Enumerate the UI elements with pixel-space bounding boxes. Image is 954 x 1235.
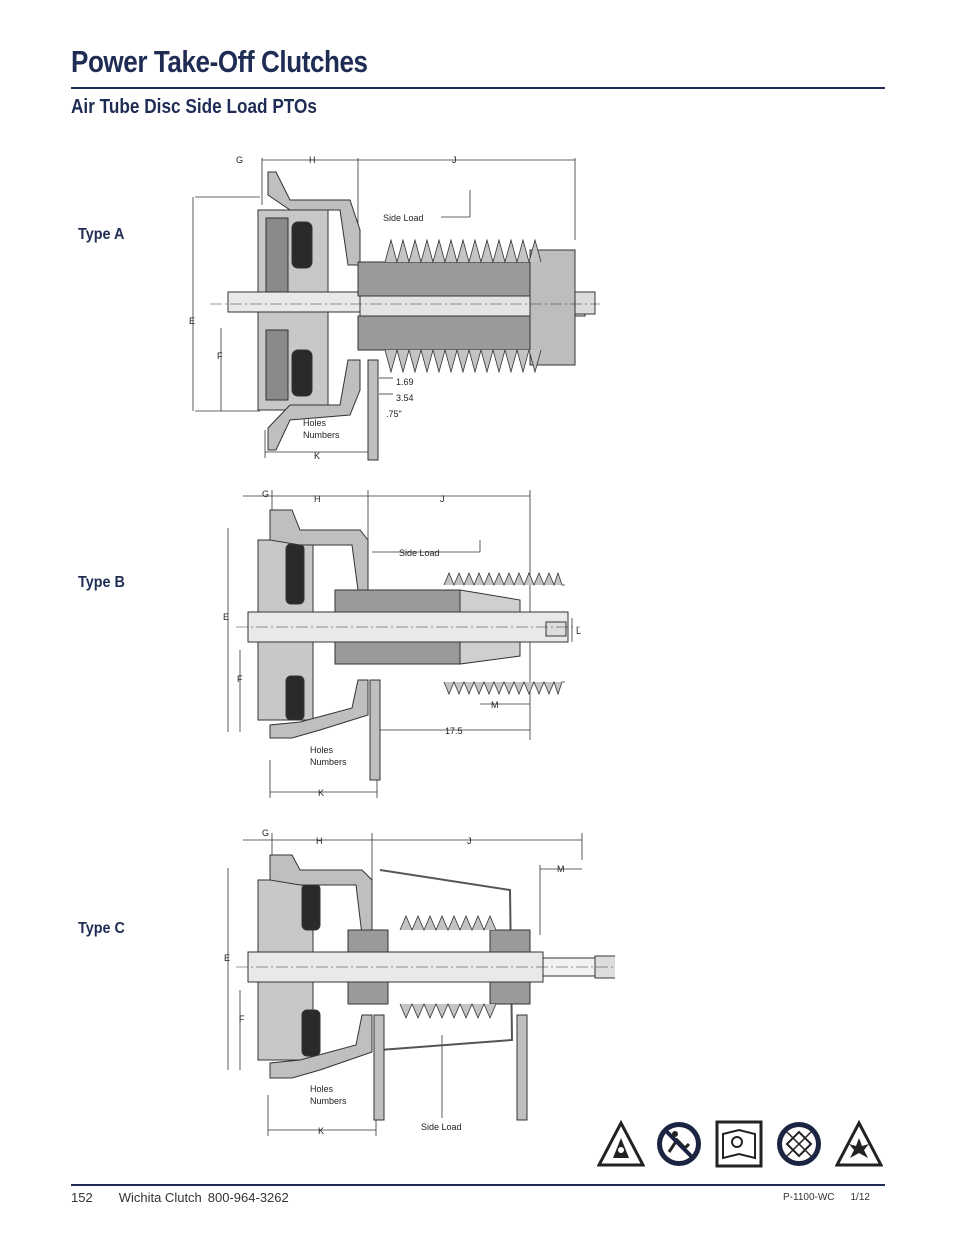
type-b-dim-1: 17.5 (445, 726, 463, 736)
type-a-dim-e: E (189, 316, 195, 326)
footer-company: Wichita Clutch (118, 1190, 202, 1205)
type-b-dim-f: F (237, 674, 243, 684)
type-b-dim-g: G (262, 489, 269, 499)
footer-rule (71, 1184, 885, 1186)
header-rule (71, 87, 885, 89)
doc-code: P-1100-WC (783, 1192, 835, 1203)
type-a-dim-2: 3.54 (396, 393, 414, 403)
type-c-dim-f: F (239, 1014, 245, 1024)
type-a-drawing: G H J Side Load E F 1.69 3.54 .75" Holes… (189, 155, 600, 461)
type-c-drawing: G H J M E F L Holes Numbers K Side Load (224, 828, 615, 1136)
page-title: Power Take-Off Clutches (71, 44, 368, 79)
type-a-dim-f: F (217, 351, 223, 361)
type-c-side-load: Side Load (421, 1122, 462, 1132)
type-a-dim-j: J (452, 155, 457, 165)
page-number: 152 (71, 1190, 93, 1205)
type-a-dim-3: .75" (386, 409, 402, 419)
slip-hazard-icon (657, 1122, 701, 1166)
type-a-dim-1: 1.69 (396, 377, 414, 387)
footer-phone: 800-964-3262 (207, 1190, 289, 1205)
type-b-dim-l: L (576, 626, 581, 636)
type-b-numbers: Numbers (310, 757, 347, 767)
type-c-dim-k: K (318, 1126, 324, 1136)
type-b-dim-j: J (440, 494, 445, 504)
type-c-holes: Holes (310, 1084, 334, 1094)
type-b-dim-m: M (491, 700, 499, 710)
type-a-side-load: Side Load (383, 213, 424, 223)
type-b-side-load: Side Load (399, 548, 440, 558)
type-a-dim-g: G (236, 155, 243, 165)
type-b-dim-h: H (314, 494, 321, 504)
type-b-drawing: G H J Side Load E F L M 17.5 Holes Numbe… (223, 489, 581, 798)
footer-left: 152 Wichita Clutch 800-964-3262 (71, 1190, 315, 1205)
type-c-dim-e: E (224, 953, 230, 963)
type-a-dim-k: K (314, 451, 320, 461)
type-a-label: Type A (78, 226, 125, 243)
type-a-numbers: Numbers (303, 430, 340, 440)
type-b-dim-e: E (223, 612, 229, 622)
type-c-dim-m: M (557, 864, 565, 874)
read-manual-icon (715, 1120, 763, 1168)
crush-hazard-icon (597, 1120, 645, 1167)
footer-right: P-1100-WC 1/12 (783, 1192, 870, 1203)
type-c-dim-g: G (262, 828, 269, 838)
type-b-label: Type B (78, 574, 125, 591)
type-c-dim-h: H (316, 836, 323, 846)
entanglement-hazard-icon (777, 1122, 821, 1166)
type-c-dim-j: J (467, 836, 472, 846)
explosion-hazard-icon (835, 1120, 883, 1167)
type-a-dim-h: H (309, 155, 316, 165)
doc-date: 1/12 (850, 1192, 870, 1203)
type-b-holes: Holes (310, 745, 334, 755)
type-a-holes: Holes (303, 418, 327, 428)
type-c-numbers: Numbers (310, 1096, 347, 1106)
type-b-dim-k: K (318, 788, 324, 798)
page-subtitle: Air Tube Disc Side Load PTOs (71, 96, 317, 118)
type-c-label: Type C (78, 920, 125, 937)
